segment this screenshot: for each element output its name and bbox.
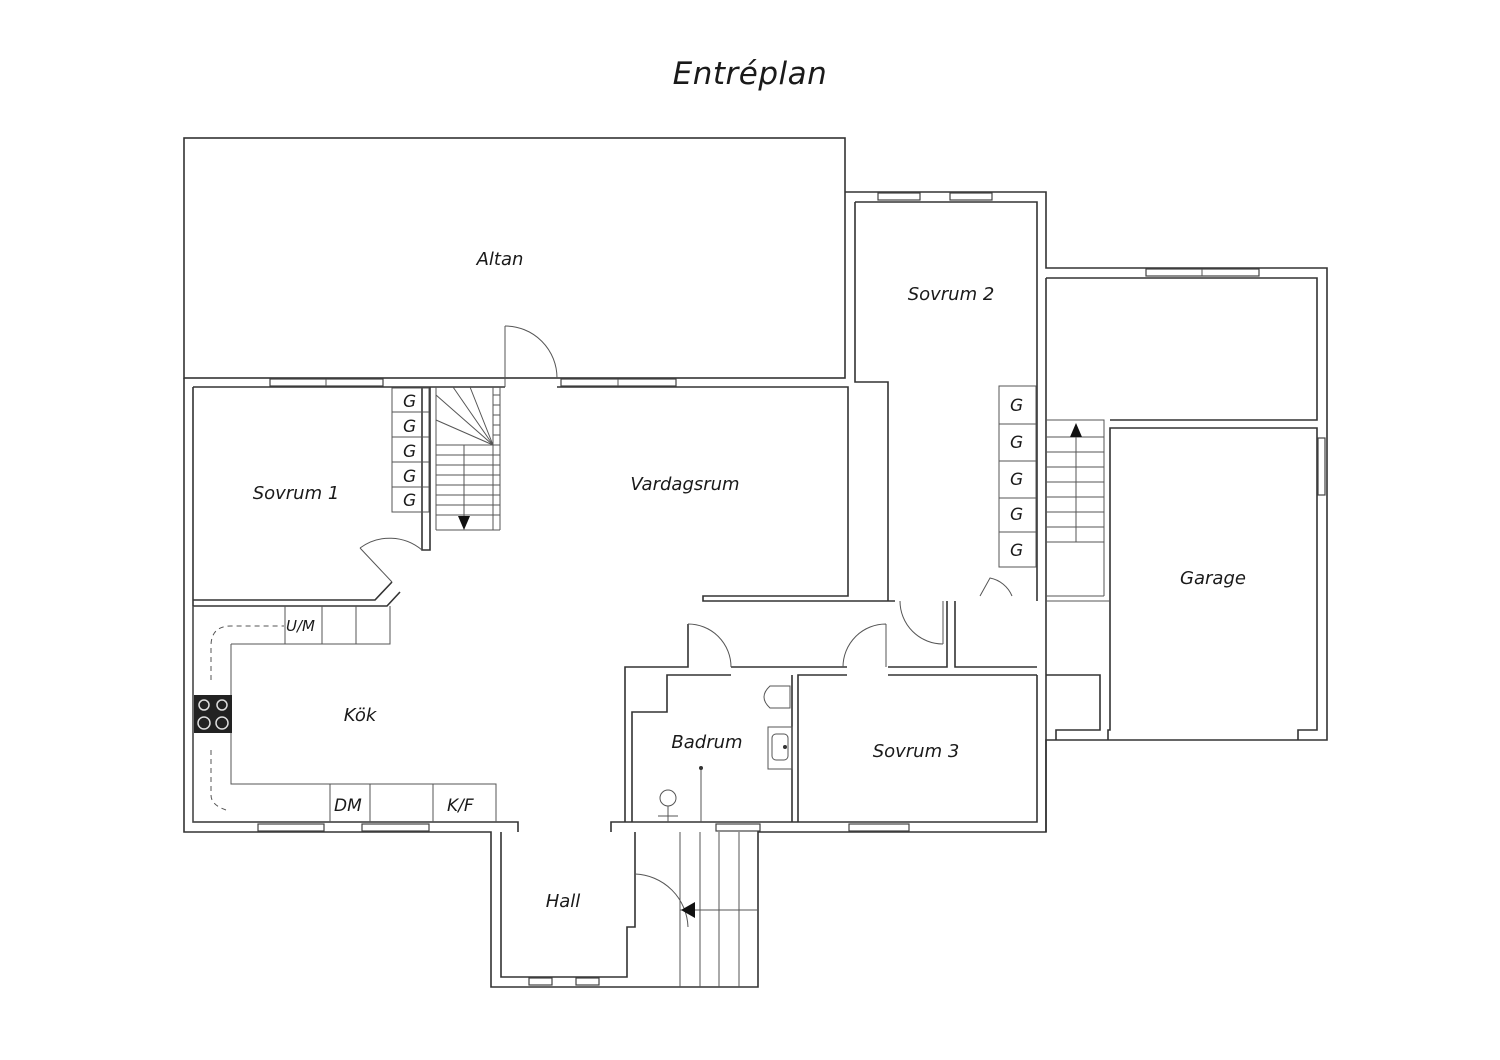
room-label-vardagsrum: Vardagsrum: [630, 474, 739, 495]
door-sovrum2: [899, 600, 944, 645]
windows: [257, 192, 1326, 986]
washer-dryer-label: U/M: [286, 617, 315, 635]
wardrobe-label: G: [403, 442, 416, 462]
wardrobe-group-left: [391, 387, 430, 513]
wardrobe-label: G: [1010, 433, 1023, 453]
interior-stair-right: [1046, 419, 1110, 602]
door-altan: [504, 325, 558, 387]
interior-stair-left: [435, 386, 501, 531]
wall-top: [193, 201, 1318, 602]
room-label-badrum: Badrum: [671, 732, 742, 753]
inner-wall-line: [192, 387, 1318, 978]
room-label-sovrum2: Sovrum 2: [908, 284, 995, 305]
dishwasher-label: DM: [334, 796, 362, 816]
wardrobe-label: G: [403, 491, 416, 511]
plan-title: Entréplan: [672, 56, 828, 92]
wardrobe-label: G: [403, 417, 416, 437]
room-label-altan: Altan: [476, 249, 524, 270]
bathroom-fixtures: [658, 685, 793, 822]
outer-wall: [183, 191, 1328, 988]
wardrobe-label: G: [1010, 396, 1023, 416]
wardrobe-label: G: [1010, 505, 1023, 525]
room-label-garage: Garage: [1180, 568, 1246, 589]
wardrobe-label: G: [403, 392, 416, 412]
room-label-kok: Kök: [344, 705, 378, 726]
door-sovrum1: [359, 537, 423, 583]
door-badrum: [687, 623, 732, 668]
entry-stair: [634, 832, 758, 987]
fridge-freezer-label: K/F: [447, 796, 474, 816]
room-label-sovrum1: Sovrum 1: [253, 483, 340, 504]
door-sovrum3: [842, 623, 887, 668]
altan-outline: [183, 137, 846, 379]
wall-sovrum1: [193, 387, 431, 607]
wardrobe-label: G: [403, 467, 416, 487]
room-label-hall: Hall: [546, 891, 581, 912]
door-closet: [979, 577, 1013, 597]
room-label-sovrum3: Sovrum 3: [873, 741, 960, 762]
kitchen-counters: [192, 606, 497, 822]
wardrobe-group-right: [998, 385, 1037, 568]
wardrobe-label: G: [1010, 541, 1023, 561]
wardrobe-label: G: [1010, 470, 1023, 490]
